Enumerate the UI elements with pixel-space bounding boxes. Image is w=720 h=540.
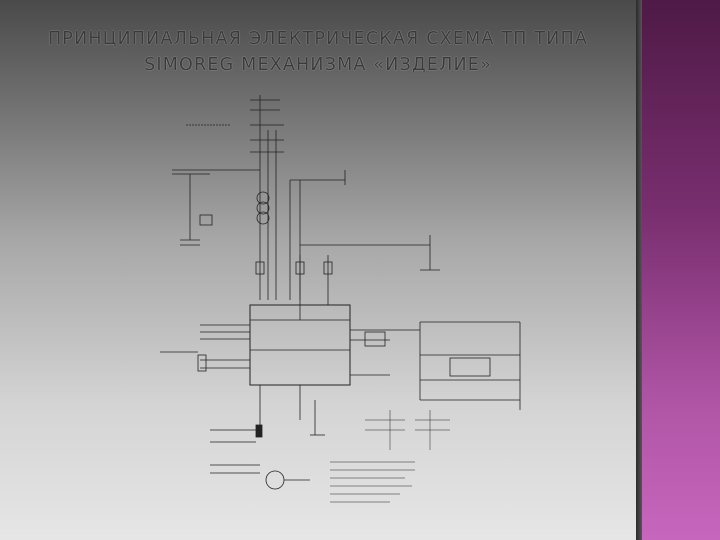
encoder-block (210, 385, 310, 490)
slide-title: ПРИНЦИПИАЛЬНАЯ ЭЛЕКТРИЧЕСКАЯ СХЕМА ТП ТИ… (20, 26, 616, 78)
schematic-notes (330, 410, 450, 503)
slide-divider (636, 0, 642, 540)
drive-outputs-right (350, 321, 521, 410)
transformer-symbol (256, 191, 270, 225)
motor-field (299, 385, 325, 436)
electrical-schematic-diagram (160, 95, 521, 503)
control-branch-left (172, 169, 260, 246)
decorative-side-band (642, 0, 720, 540)
simoreg-drive-block (249, 304, 351, 386)
title-line-1: ПРИНЦИПИАЛЬНАЯ ЭЛЕКТРИЧЕСКАЯ СХЕМА ТП ТИ… (47, 29, 589, 49)
fuse-row (255, 255, 333, 305)
input-breakers (186, 99, 284, 153)
drive-inputs-left (160, 324, 250, 372)
title-line-2: SIMOREG МЕХАНИЗМА «ИЗДЕЛИЕ» (144, 55, 492, 75)
